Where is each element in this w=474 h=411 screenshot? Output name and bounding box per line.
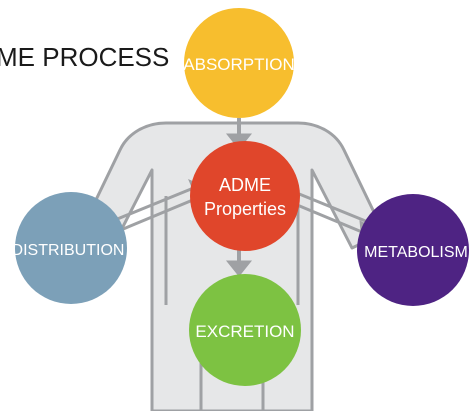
absorption-circle bbox=[184, 8, 294, 118]
arrowhead-down-excretion bbox=[225, 260, 253, 277]
absorption-node: ABSORPTION bbox=[183, 8, 295, 118]
excretion-label: EXCRETION bbox=[195, 322, 294, 341]
adme-label-line2: Properties bbox=[204, 199, 286, 219]
excretion-circle bbox=[189, 274, 301, 386]
distribution-label: DISTRIBUTION bbox=[12, 242, 125, 259]
adme-circle bbox=[190, 141, 300, 251]
distribution-node: DISTRIBUTION bbox=[12, 192, 127, 304]
diagram-title: ME PROCESS bbox=[0, 42, 169, 72]
arrow-distribution-adme-line-1 bbox=[109, 185, 197, 224]
distribution-circle bbox=[15, 192, 127, 304]
excretion-node: EXCRETION bbox=[189, 274, 301, 386]
metabolism-label: METABOLISM bbox=[364, 244, 468, 261]
absorption-label: ABSORPTION bbox=[183, 55, 294, 74]
adme-label-line1: ADME bbox=[219, 175, 271, 195]
arrow-distribution-adme-line-2 bbox=[115, 195, 201, 234]
adme-properties-node: ADME Properties bbox=[190, 141, 300, 251]
metabolism-node: METABOLISM bbox=[357, 194, 469, 306]
metabolism-circle bbox=[357, 194, 469, 306]
